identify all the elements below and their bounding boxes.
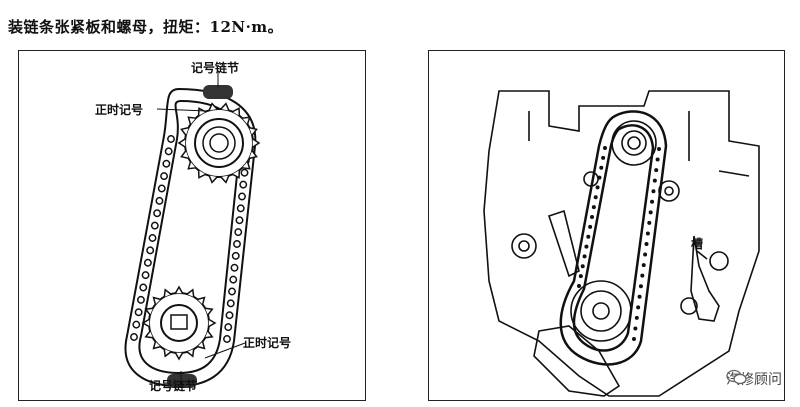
watermark: 汽修顾问 — [726, 369, 782, 389]
timing-chain-drawing — [124, 73, 261, 388]
crankshaft-sprocket — [141, 285, 217, 361]
groove-label: 槽 — [691, 237, 704, 251]
camshaft-sprocket — [177, 102, 261, 184]
top-mark-link-label: 记号链节 — [191, 61, 240, 75]
engine-drawing — [483, 90, 760, 397]
instruction-caption: 装链条张紧板和螺母，扭矩：12N·m。 — [8, 18, 284, 36]
timing-chain-diagram: 记号链节 正时记号 正时记号 记号链节 — [18, 50, 366, 401]
top-mark-link — [203, 85, 233, 99]
wechat-icon — [726, 369, 747, 385]
bottom-mark-link-label: 记号链节 — [149, 379, 198, 393]
top-timing-mark-label: 正时记号 — [95, 103, 144, 117]
bottom-timing-mark-label: 正时记号 — [243, 336, 292, 350]
engine-chain-installed-drawing: 槽 — [428, 50, 785, 401]
bottom-mark-link — [167, 374, 197, 388]
